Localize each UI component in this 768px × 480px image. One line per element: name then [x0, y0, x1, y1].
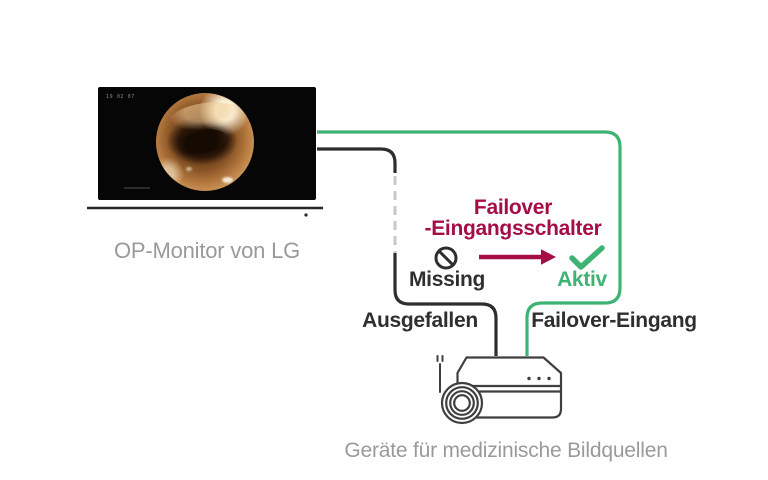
lumen-shadow: [178, 125, 229, 158]
device-body: [456, 356, 563, 419]
specular-highlight: [222, 177, 233, 183]
device-indicator-dots: [527, 376, 551, 381]
failed-input-label: Ausgefallen: [362, 309, 478, 332]
active-label: Aktiv: [557, 268, 607, 291]
monitor-power-dot: [304, 213, 308, 217]
missing-label: Missing: [408, 268, 486, 291]
failover-input-label: Failover-Eingang: [531, 309, 697, 332]
op-monitor: 19 02 07: [98, 87, 316, 200]
source-device-illustration: [436, 355, 563, 425]
endoscope-image: [156, 93, 254, 191]
endoscope-coil-icon: [440, 381, 484, 425]
failover-switch-title-line1: Failover: [473, 196, 553, 219]
no-entry-icon: [434, 246, 458, 270]
checkmark-icon: [569, 245, 605, 270]
screen-watermark: [124, 187, 150, 189]
signal-line-failed-top: [317, 147, 397, 173]
failover-switch-title-line2: -Eingangsschalter: [424, 217, 602, 240]
source-device-caption: Geräte für medizinische Bildquellen: [344, 439, 668, 462]
monitor-caption: OP-Monitor von LG: [113, 238, 301, 263]
endoscope-cable-icon: [436, 355, 444, 393]
failover-switch-title: Failover -Eingangsschalter: [425, 197, 602, 239]
arrow-right-icon: [479, 249, 556, 265]
specular-highlight: [186, 167, 192, 171]
screen-osd-text: 19 02 07: [106, 94, 135, 100]
